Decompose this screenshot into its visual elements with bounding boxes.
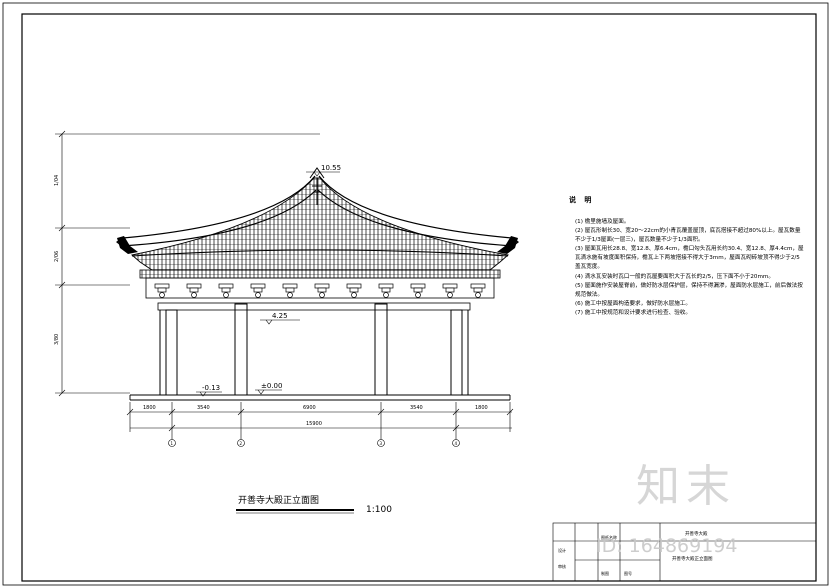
axis-label-2: 2 [240,441,243,446]
note-item-1: (1) 檐里施墙及屋面。 [575,219,630,225]
eave-elevation-marker [260,319,300,325]
horizontal-dimension [126,402,514,440]
note-item-5: (5) 屋面施作安装屋脊前，做好防水层保护层，保持不得漏渗，屋面防水层施工，前后… [575,282,803,298]
title-block-cell-2: 开善寺大殿 [685,530,708,537]
roof [115,167,520,311]
title-block-cell-4: 审核 [558,563,566,569]
note-item-2: (2) 屋瓦形制长30、宽20～22cm的小青瓦覆盖屋顶，底瓦搭接不超过80%以… [575,228,801,244]
vertical-dimension [55,130,320,397]
watermark-logo: 知末 [636,461,736,512]
dim-span-4: 3540 [410,405,423,411]
column-1 [165,309,178,396]
dim-span-5: 1800 [475,405,488,411]
eave-elevation-label: 4.25 [272,312,288,320]
axis-label-4: 4 [455,441,458,446]
ridge-elevation-label: 10.55 [321,164,341,172]
drawing-scale: 1:100 [366,505,392,515]
dim-total: 15900 [306,421,322,427]
dim-span-3: 6900 [303,405,316,411]
ridge-elevation-marker [306,171,340,177]
title-block-cell-6: 图号 [624,570,632,576]
columns [159,303,469,396]
column-4 [450,309,463,396]
title-block-cell-1: 图纸名称 [601,534,617,540]
watermark-id: ID: 164869194 [596,535,738,557]
eave-corner-left [117,236,138,254]
axis-mark-3 [377,439,385,447]
ground-level-markers [196,389,282,397]
ground-elevation-label: -0.13 [202,384,220,392]
notes-list: (1) 檐里施墙及屋面。 (2) 屋瓦形制长30、宽20～22cm的小青瓦覆盖屋… [575,218,805,318]
platform [129,394,511,401]
axis-label-1: 1 [171,441,174,446]
axis-mark-2 [237,439,245,447]
eave-fascia [139,269,501,279]
eave-line [131,249,509,257]
dougong-brackets [154,283,486,298]
column-3 [374,303,388,396]
note-item-3: (3) 屋面瓦用长28.8、宽12.8、厚6.4cm，檐口勾头瓦用长约30.4、… [575,246,804,271]
dim-vertical-top: 1/04 [54,175,60,186]
eave-corner-right [497,236,518,254]
sheet-inner-border [21,13,817,582]
drawing-title: 开善寺大殿正立面图 [238,494,319,506]
roof-left-hip [115,175,317,247]
ridge-ornament [309,167,325,205]
axis-mark-1 [168,439,176,447]
roof-right-hip [317,175,520,247]
axis-marks [168,439,460,447]
notes-title: 说 明 [569,196,595,204]
bracket-band [145,277,495,299]
note-item-4: (4) 滴水瓦安装时瓦口一般的瓦屋要面积大于瓦长的2/5，压下面不小于20mm。 [575,273,774,280]
note-item-6: (6) 施工中按屋面构造要求，做好防水层施工。 [575,300,691,307]
dim-span-2: 3540 [197,405,210,411]
title-block-cell-7: 开善寺大殿正立面图 [672,555,713,562]
dim-vertical-bottom: 3/80 [54,334,60,345]
title-block-cell-5: 制图 [601,570,609,576]
floor-elevation-label: ±0.00 [261,382,282,390]
note-item-7: (7) 施工中按规范和设计要求进行检查、验收。 [575,309,691,316]
column-2 [234,303,248,396]
axis-mark-4 [452,439,460,447]
architrave-beam [157,302,471,311]
dim-vertical-mid: 2/06 [54,251,60,262]
axis-label-3: 3 [380,441,383,446]
title-block-cell-3: 设计 [558,547,566,553]
title-block [552,522,817,582]
dim-span-1: 1800 [143,405,156,411]
